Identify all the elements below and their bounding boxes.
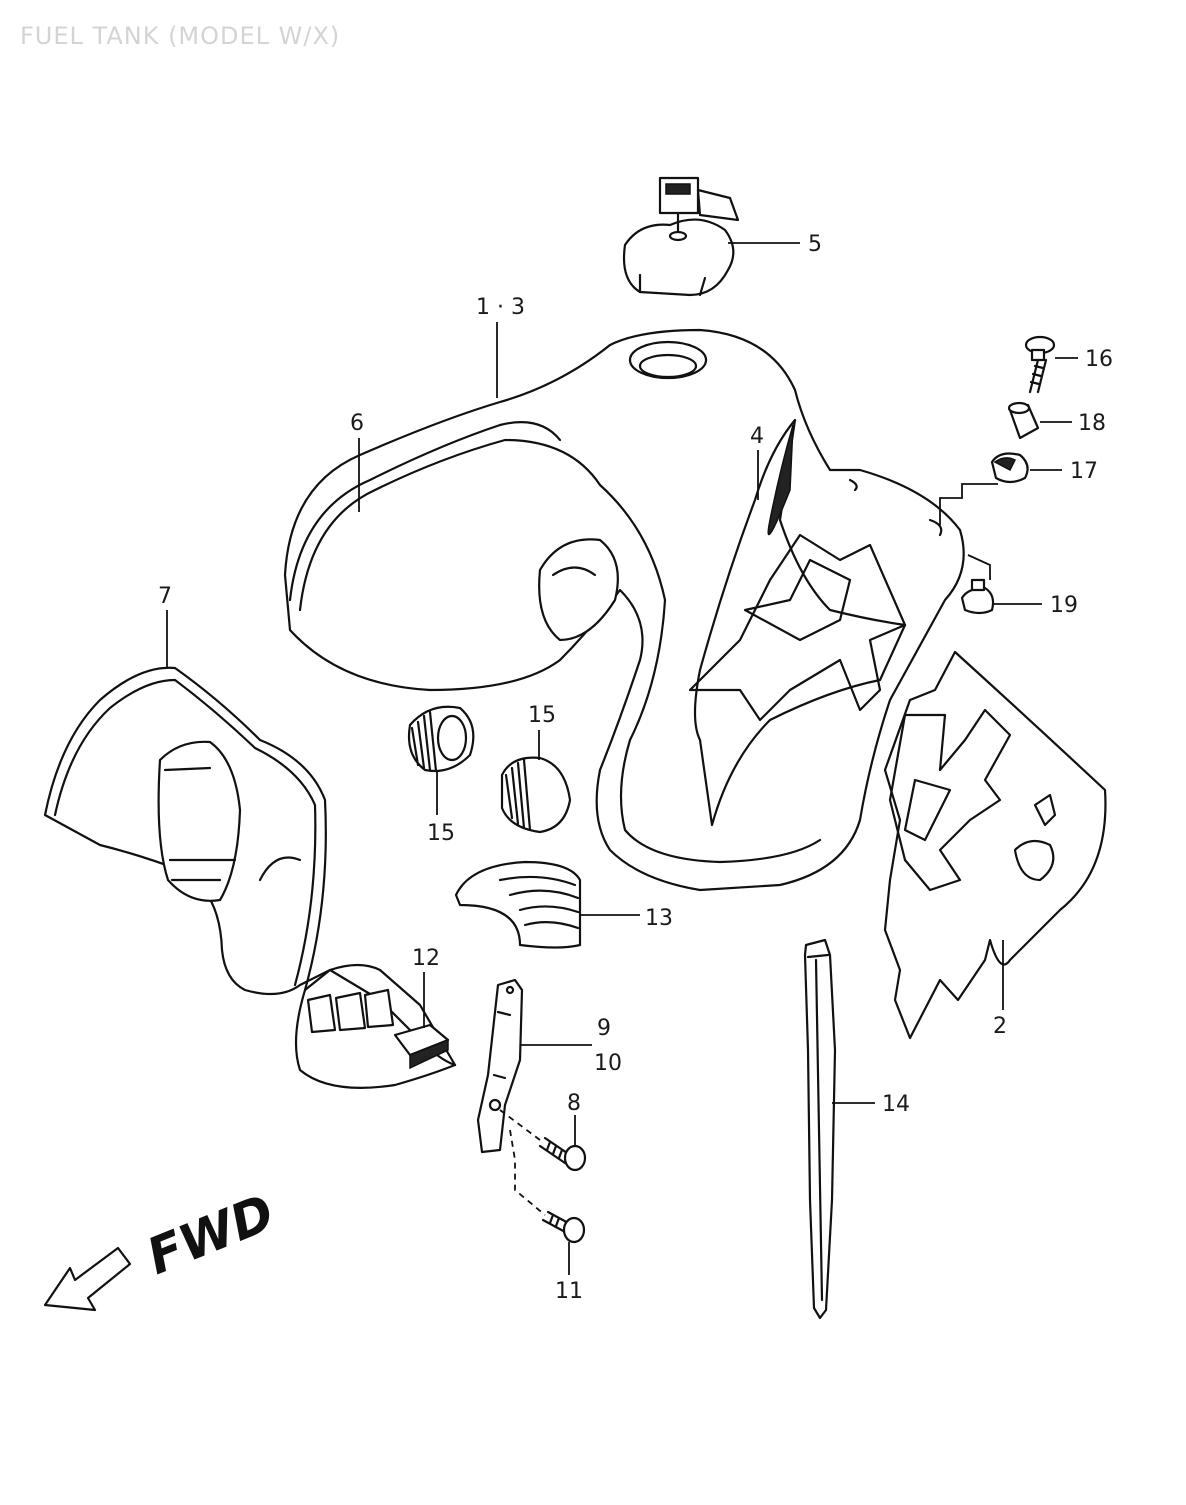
fwd-label: FWD (139, 1183, 282, 1286)
callout-5: 5 (808, 232, 822, 257)
leader-17-to-tank (939, 483, 998, 525)
cushion-15-left (407, 705, 475, 773)
callout-15-left: 15 (427, 821, 455, 846)
cushion-19 (960, 578, 995, 615)
forward-direction-indicator: FWD (43, 1183, 282, 1312)
callout-6: 6 (350, 411, 364, 436)
callout-2: 2 (993, 1014, 1007, 1039)
leader-19-to-tank (967, 554, 991, 580)
callout-10: 10 (594, 1051, 622, 1076)
fuel-tank (283, 328, 965, 892)
callout-8: 8 (567, 1091, 581, 1116)
grommet-17 (990, 452, 1029, 484)
collar-18 (1007, 401, 1040, 440)
bolt-16 (1024, 335, 1056, 394)
strap-14 (803, 938, 837, 1320)
side-cover-decal (883, 650, 1107, 1040)
callout-15-right: 15 (528, 703, 556, 728)
callout-9: 9 (597, 1016, 611, 1041)
callout-7: 7 (158, 584, 172, 609)
callout-12: 12 (412, 946, 440, 971)
diagram-title: FUEL TANK (MODEL W/X) (20, 22, 341, 50)
dash-bolt-8 (499, 1109, 541, 1141)
dash-bolt-11 (509, 1129, 546, 1216)
tank-decal (688, 418, 907, 827)
callout-19: 19 (1050, 593, 1078, 618)
callout-13: 13 (645, 906, 673, 931)
bolt-11 (541, 1210, 586, 1244)
callout-11: 11 (555, 1279, 583, 1304)
callout-17: 17 (1070, 459, 1098, 484)
callout-16: 16 (1085, 347, 1113, 372)
side-cover-left (43, 666, 457, 1089)
pad-12 (393, 1023, 450, 1070)
cushion-15-right (500, 756, 572, 834)
callout-14: 14 (882, 1092, 910, 1117)
callout-1-3: 1 · 3 (476, 295, 525, 320)
bolt-8 (538, 1136, 587, 1172)
bracket-9-10 (476, 978, 524, 1154)
callout-4: 4 (750, 424, 764, 449)
callout-18: 18 (1078, 411, 1106, 436)
cushion-13 (454, 860, 582, 949)
fuel-cap (622, 176, 740, 297)
